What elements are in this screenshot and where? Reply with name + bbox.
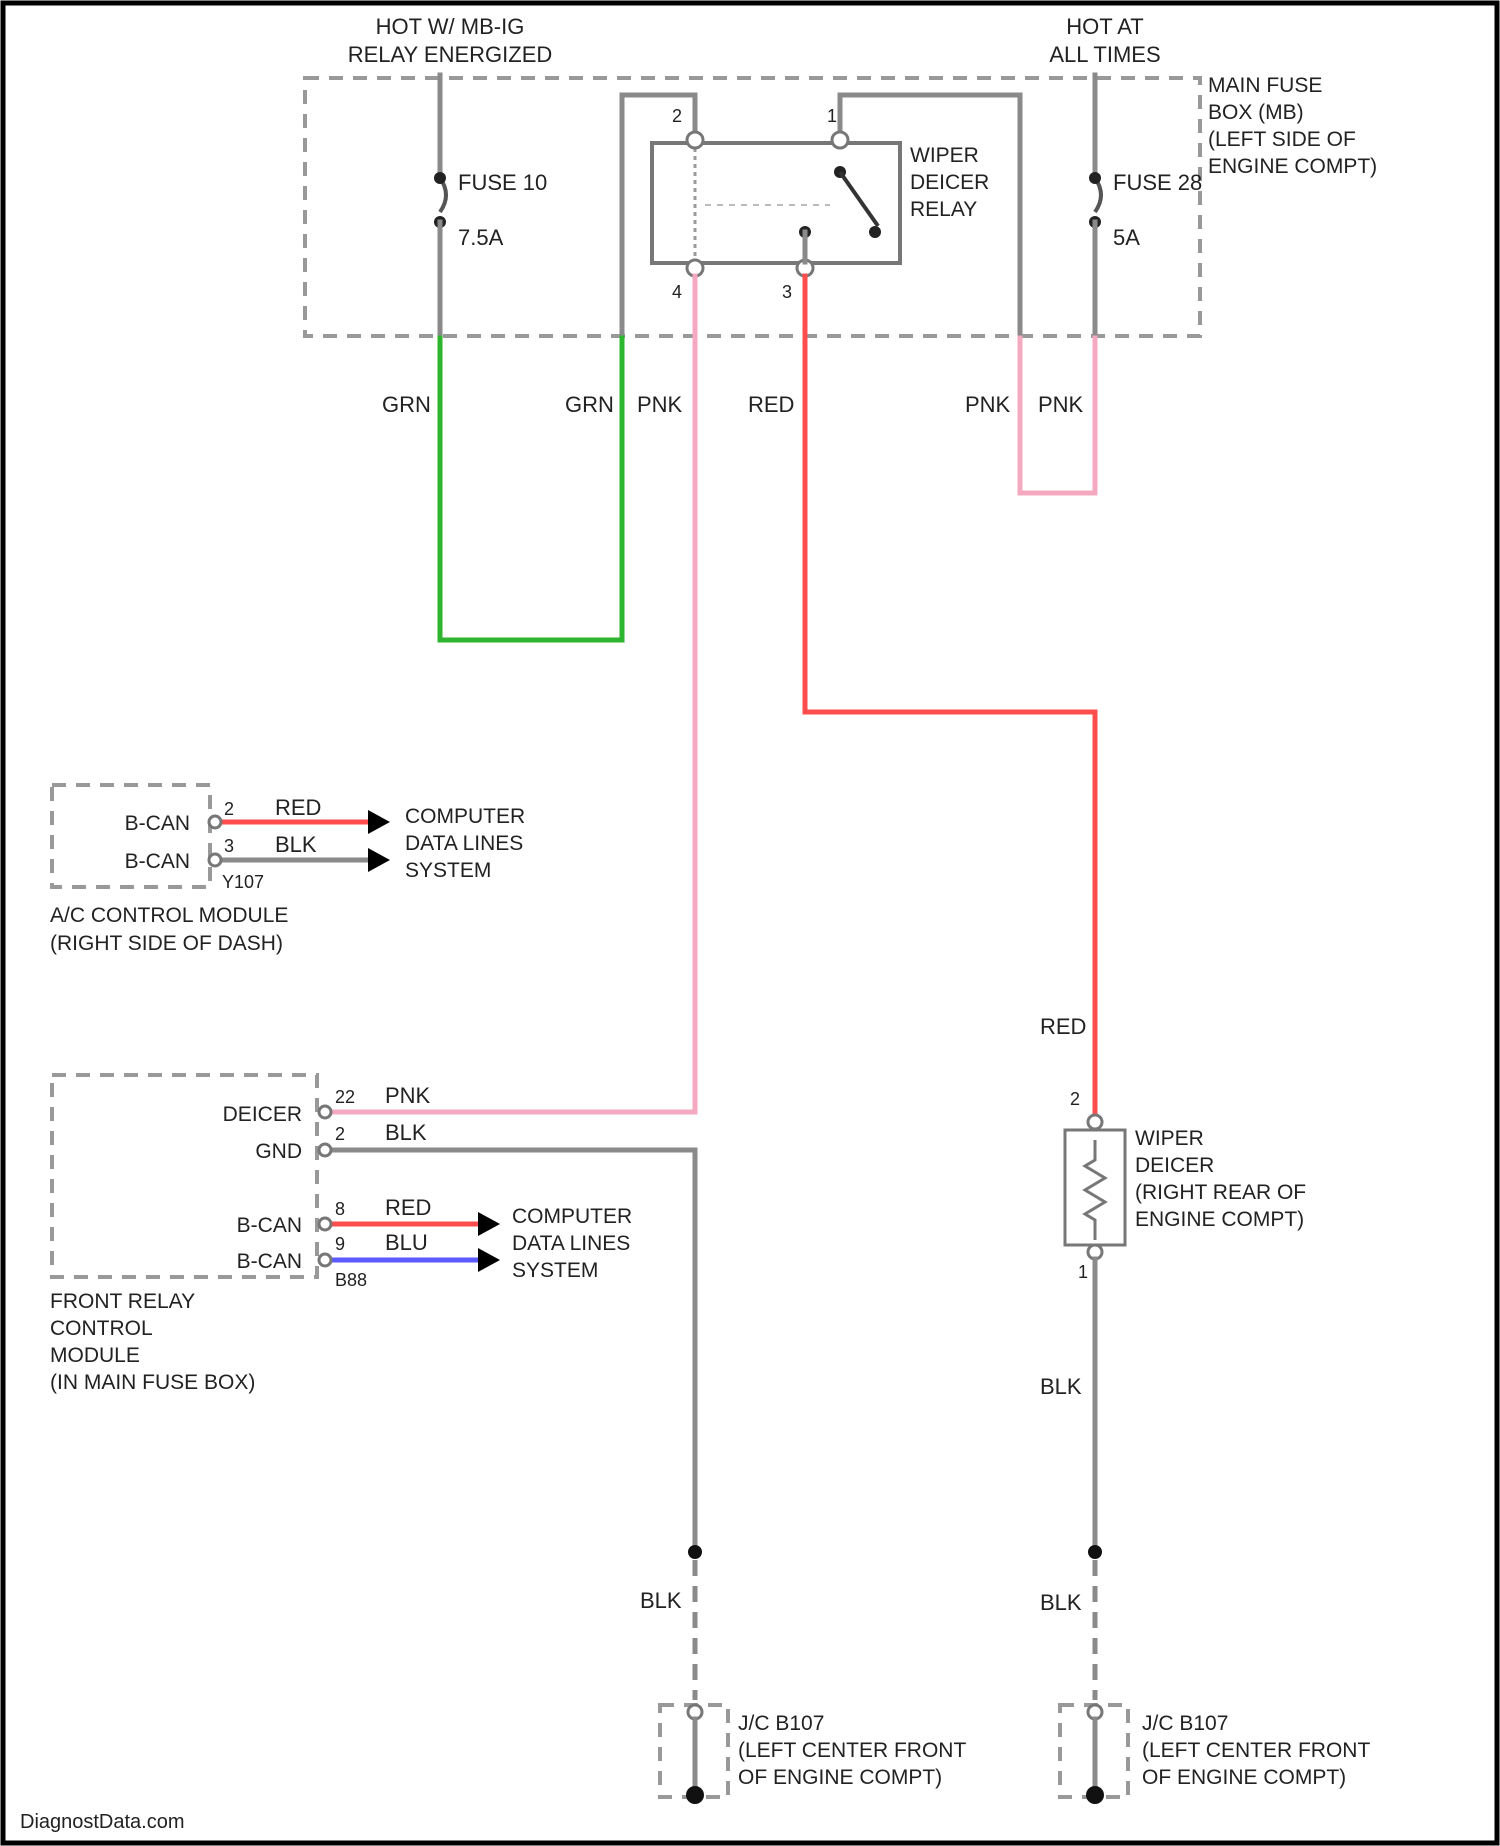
relay-pin-2-wire	[622, 95, 695, 338]
blk-ground-right-label: BLK	[1040, 1590, 1082, 1615]
ac-module-dest-2: DATA LINES	[405, 832, 523, 855]
relay-contact-arm-end	[869, 226, 881, 238]
grn-left-label: GRN	[382, 392, 431, 417]
grn-right-label: GRN	[565, 392, 614, 417]
grn-loop-wire	[440, 338, 622, 640]
relay-module-name-2: CONTROL	[50, 1317, 153, 1340]
ac-module-pin-num-1: 2	[224, 799, 234, 819]
main-fuse-box-label-3: (LEFT SIDE OF	[1208, 128, 1356, 151]
left-junction-name-3: OF ENGINE COMPT)	[738, 1766, 942, 1789]
wiper-deicer-name-4: ENGINE COMPT)	[1135, 1208, 1304, 1231]
relay-module-terminal-gnd	[319, 1144, 331, 1156]
ac-module-name-1: A/C CONTROL MODULE	[50, 904, 288, 927]
relay-pin-2-label: 2	[672, 106, 682, 126]
relay-module-name-3: MODULE	[50, 1344, 140, 1367]
right-junction-name-3: OF ENGINE COMPT)	[1142, 1766, 1346, 1789]
hot-relay-label-1: HOT W/ MB-IG	[376, 14, 525, 39]
pnk-fuse-left-label: PNK	[965, 392, 1011, 417]
relay-module-wire-can1: RED	[385, 1195, 431, 1220]
pnk-relay-label: PNK	[637, 392, 683, 417]
relay-name-3: RELAY	[910, 198, 977, 221]
relay-module-arrow-2	[478, 1248, 500, 1272]
ac-module-arrow-2	[368, 848, 390, 872]
right-splice-dot	[1088, 1545, 1102, 1559]
blk-deicer-label: BLK	[1040, 1374, 1082, 1399]
ac-module-name-2: (RIGHT SIDE OF DASH)	[50, 932, 283, 955]
main-fuse-box-label-4: ENGINE COMPT)	[1208, 155, 1377, 178]
relay-terminal-1	[832, 132, 848, 148]
relay-module-wire-deicer: PNK	[385, 1083, 431, 1108]
watermark-text: DiagnostData.com	[20, 1811, 185, 1833]
left-junction-name-2: (LEFT CENTER FRONT	[738, 1739, 966, 1762]
relay-pin-3-label: 3	[782, 282, 792, 302]
fuse-10-name: FUSE 10	[458, 170, 547, 195]
right-junction-name-1: J/C B107	[1142, 1712, 1228, 1735]
relay-module-pin-num-gnd: 2	[335, 1124, 345, 1144]
red-relay-label: RED	[748, 392, 794, 417]
ac-module-dest-1: COMPUTER	[405, 805, 525, 828]
relay-module-wire-can2: BLU	[385, 1230, 428, 1255]
red-deicer-label: RED	[1040, 1014, 1086, 1039]
relay-pin-1-label: 1	[827, 106, 837, 126]
ac-module-pin-b-can-lo: B-CAN	[125, 850, 190, 873]
hot-always-label-1: HOT AT	[1066, 14, 1143, 39]
relay-module-arrow-1	[478, 1212, 500, 1236]
ac-module-arrow-1	[368, 810, 390, 834]
ac-module-wire-2: BLK	[275, 832, 317, 857]
blk-ground-left-label: BLK	[640, 1588, 682, 1613]
relay-module-pin-gnd: GND	[255, 1140, 302, 1163]
ac-module-dest-3: SYSTEM	[405, 859, 491, 882]
main-fuse-box-label-2: BOX (MB)	[1208, 101, 1304, 124]
pnk-fuse-right-label: PNK	[1038, 392, 1084, 417]
left-junction-dot	[686, 1786, 704, 1804]
ac-module-pin-b-can-hi: B-CAN	[125, 812, 190, 835]
wiper-deicer-heater-symbol	[1085, 1140, 1105, 1240]
ac-module-wire-1: RED	[275, 795, 321, 820]
fuse-10-rating: 7.5A	[458, 225, 504, 250]
relay-module-pin-b-can-hi: B-CAN	[237, 1214, 302, 1237]
main-fuse-box-label-1: MAIN FUSE	[1208, 74, 1322, 97]
relay-module-pin-num-can2: 9	[335, 1234, 345, 1254]
hot-always-label-2: ALL TIMES	[1049, 42, 1160, 67]
fuse-28-terminal-top	[1089, 172, 1101, 184]
relay-name-2: DEICER	[910, 171, 989, 194]
relay-module-connector: B88	[335, 1270, 367, 1290]
wiper-deicer-name-3: (RIGHT REAR OF	[1135, 1181, 1306, 1204]
relay-module-terminal-can1	[319, 1218, 331, 1230]
relay-switch-arm	[840, 172, 878, 226]
fuse-28-name: FUSE 28	[1113, 170, 1202, 195]
relay-module-dest-2: DATA LINES	[512, 1232, 630, 1255]
relay-module-wire-gnd: BLK	[385, 1120, 427, 1145]
ac-module-pin-num-2: 3	[224, 836, 234, 856]
right-junction-name-2: (LEFT CENTER FRONT	[1142, 1739, 1370, 1762]
wiper-deicer-name-1: WIPER	[1135, 1127, 1204, 1150]
relay-module-terminal-can2	[319, 1254, 331, 1266]
relay-pin-4-label: 4	[672, 282, 682, 302]
relay-module-name-1: FRONT RELAY	[50, 1290, 195, 1313]
relay-module-pin-num-can1: 8	[335, 1199, 345, 1219]
relay-module-pin-num-deicer: 22	[335, 1087, 355, 1107]
fuse-10-terminal-top	[434, 172, 446, 184]
wiper-deicer-pin-bottom: 1	[1078, 1262, 1088, 1282]
relay-module-dest-1: COMPUTER	[512, 1205, 632, 1228]
relay-module-terminal-deicer	[319, 1106, 331, 1118]
wiper-deicer-name-2: DEICER	[1135, 1154, 1214, 1177]
relay-module-dest-3: SYSTEM	[512, 1259, 598, 1282]
relay-name-1: WIPER	[910, 144, 979, 167]
wiper-deicer-pin-top: 2	[1070, 1089, 1080, 1109]
fuse-28-rating: 5A	[1113, 225, 1140, 250]
ac-module-terminal-1	[209, 816, 221, 828]
relay-module-pin-b-can-lo: B-CAN	[237, 1250, 302, 1273]
ac-module-connector: Y107	[222, 872, 264, 892]
relay-terminal-2	[687, 132, 703, 148]
left-splice-dot	[688, 1545, 702, 1559]
relay-module-name-4: (IN MAIN FUSE BOX)	[50, 1371, 255, 1394]
hot-relay-label-2: RELAY ENERGIZED	[348, 42, 553, 67]
right-junction-dot	[1086, 1786, 1104, 1804]
wiper-deicer-terminal-top	[1088, 1115, 1102, 1129]
ac-module-terminal-2	[209, 854, 221, 866]
relay-module-pin-deicer: DEICER	[223, 1103, 302, 1126]
left-junction-name-1: J/C B107	[738, 1712, 824, 1735]
